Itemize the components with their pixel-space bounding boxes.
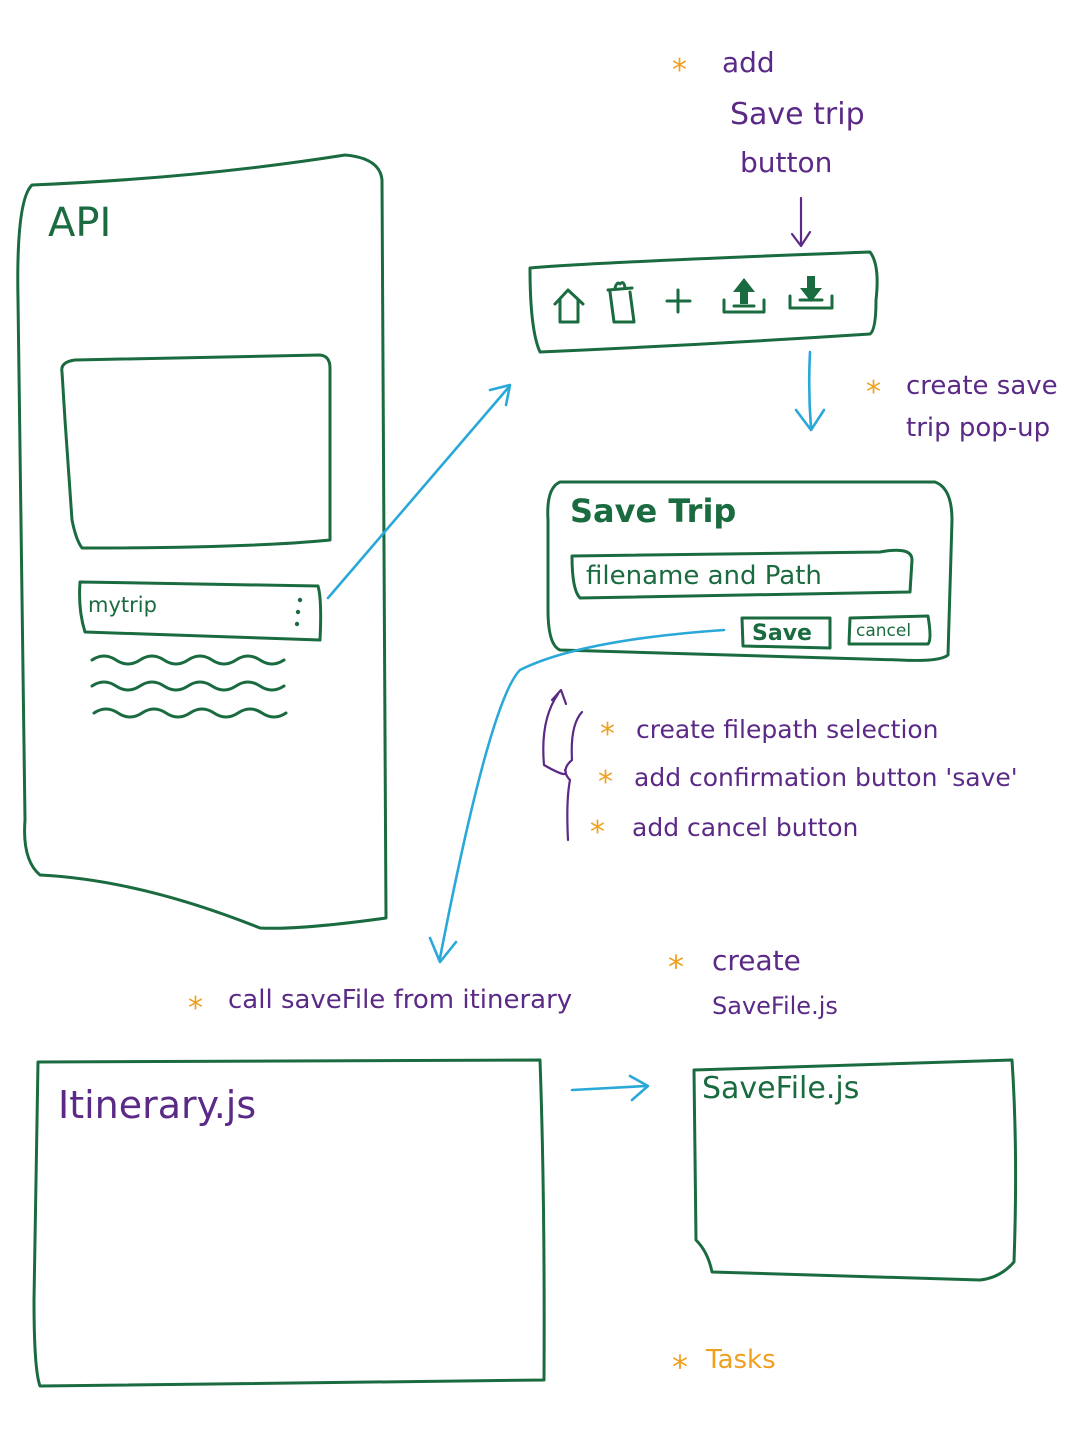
note-line: create [712,944,801,977]
arrow-save-to-itinerary [428,628,726,964]
more-vertical-icon[interactable] [294,597,303,627]
cancel-button[interactable]: cancel [847,614,932,646]
save-button-label: Save [752,621,812,646]
task-item: create filepath selection [636,715,939,744]
save-button[interactable]: Save [740,616,832,650]
note-line: button [740,146,832,179]
arrow-to-popup [794,350,826,432]
note-line: call saveFile from itinerary [228,985,572,1015]
home-icon[interactable] [553,288,585,324]
trash-icon[interactable] [606,281,636,324]
api-panel: API mytrip [16,153,388,930]
task-star-icon: * [600,717,615,752]
savefile-box: SaveFile.js [692,1058,1018,1282]
toolbar [528,250,879,354]
task-star-icon: * [866,375,881,410]
note-call-savefile: * call saveFile from itinerary [188,985,572,1026]
itinerary-title: Itinerary.js [58,1083,256,1127]
legend-label: Tasks [705,1345,776,1375]
savefile-title: SaveFile.js [702,1071,859,1106]
note-line: add [722,46,775,79]
note-create-popup: * create save trip pop-up [866,371,1058,443]
upload-icon[interactable] [722,278,766,314]
task-star-icon: * [668,948,684,986]
note-add-save-button: * add Save trip button [672,46,865,248]
note-line: trip pop-up [906,413,1050,443]
task-star-icon: * [672,1348,688,1386]
map-placeholder [60,353,332,550]
text-squiggles [90,654,288,719]
task-item: add confirmation button 'save' [634,763,1018,792]
list-item-mytrip[interactable]: mytrip [78,580,323,642]
filename-input[interactable]: filename and Path [570,548,914,600]
task-star-icon: * [188,991,203,1026]
task-star-icon: * [672,53,687,88]
task-star-icon: * [590,815,605,850]
arrow-itinerary-to-savefile [570,1074,650,1102]
task-star-icon: * [598,765,613,800]
note-line: Save trip [730,97,865,132]
arrow-item-to-toolbar [326,383,512,600]
note-line: SaveFile.js [712,992,838,1020]
task-list: * create filepath selection * add confir… [542,688,1018,850]
filename-input-placeholder: filename and Path [586,561,822,591]
note-create-savefile: * create SaveFile.js [668,944,838,1020]
download-icon[interactable] [788,276,834,310]
plus-icon[interactable] [665,288,692,314]
list-item-label: mytrip [88,593,157,617]
legend: * Tasks [672,1345,776,1386]
task-item: add cancel button [632,813,858,842]
api-title: API [48,200,111,246]
dialog-title: Save Trip [570,492,736,530]
cancel-button-label: cancel [856,621,911,641]
itinerary-box: Itinerary.js [32,1058,546,1388]
save-trip-dialog: Save Trip filename and Path Save cancel [546,480,954,662]
note-line: create save [906,371,1058,401]
